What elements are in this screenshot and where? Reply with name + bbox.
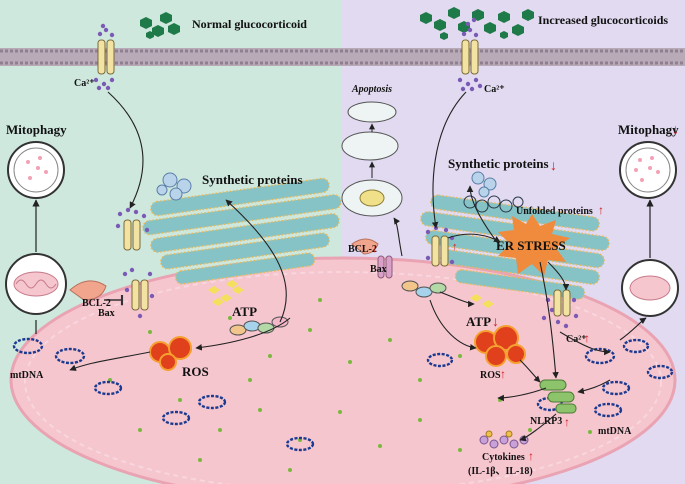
right-ros-label: ROS (480, 370, 501, 381)
unfolded-proteins-label: Unfolded proteins (516, 206, 593, 217)
nlrp3-label: NLRP3 (530, 416, 562, 427)
left-ros-label: ROS (182, 364, 209, 379)
right-header: Increased glucocorticoids (538, 13, 668, 27)
calcium-channel-left (93, 23, 115, 91)
mitophagy-left (5, 141, 67, 334)
right-mitophagy-arrow: ↓ (672, 123, 679, 138)
right-bcl2-arrow: ↓ (372, 241, 378, 255)
apoptosis-cells (341, 101, 403, 217)
synthetic-proteins-right-icon (471, 171, 497, 198)
respiratory-chain-right (401, 280, 447, 298)
cytokines-arrow: ↑ (528, 449, 534, 463)
cytokine-list-label: (IL-1β、IL-18) (468, 466, 533, 477)
right-synthetic-proteins-label: Synthetic proteins (448, 156, 549, 171)
synthetic-proteins-left-icon (156, 172, 192, 201)
mtdna-left-icons (12, 337, 315, 452)
pathway-arrows-right (393, 91, 647, 442)
right-synthetic-proteins-arrow: ↓ (550, 159, 557, 174)
mam-calcium-channel-right (425, 225, 579, 329)
left-bax-label: Bax (98, 308, 115, 319)
cytokines-label: Cytokines (482, 452, 525, 463)
pathway-arrows-left (69, 91, 291, 371)
er-stress-burst (498, 214, 570, 276)
left-ca-label: Ca²⁺ (74, 78, 95, 89)
glucocorticoid-cluster-left (140, 12, 180, 39)
left-bcl2-label: BCL-2 (82, 298, 111, 309)
left-header: Normal glucocorticoid (192, 17, 307, 31)
mitochondrion (9, 256, 677, 484)
unfolded-proteins-arrow: ↑ (598, 203, 604, 217)
right-ros-arrow: ↑ (500, 367, 506, 381)
left-synthetic-proteins-label: Synthetic proteins (202, 172, 303, 187)
unfolded-proteins-icon (463, 195, 524, 213)
left-mtdna-label: mtDNA (10, 370, 44, 381)
right-bax-label: Bax (370, 264, 387, 275)
right-ca-label: Ca²⁺ (484, 84, 505, 95)
bcl2-bax-right (351, 238, 393, 279)
right-atp-arrow: ↓ (492, 315, 499, 330)
left-atp-label: ATP (232, 304, 257, 319)
cell-membrane (0, 48, 685, 66)
right-atp-label: ATP (466, 314, 491, 329)
right-ca-mito-label: Ca²⁺ (566, 334, 587, 345)
glucocorticoid-cluster-right (420, 7, 534, 40)
atp-right-icon (470, 294, 494, 308)
ros-left-icon (149, 336, 192, 371)
bcl2-bax-left (69, 280, 124, 306)
right-mitophagy-label: Mitophagy (618, 122, 679, 137)
left-mitophagy-label: Mitophagy (6, 122, 67, 137)
endoplasmic-reticulum-left (142, 177, 342, 285)
right-bcl2-label: BCL-2 (348, 244, 377, 255)
er-stress-label: ER STRESS (496, 238, 566, 253)
ros-right-icon (474, 325, 526, 367)
calcium-channel-right (457, 17, 483, 92)
right-mtdna-label: mtDNA (598, 426, 632, 437)
nlrp3-arrow: ↑ (564, 415, 570, 429)
mam-calcium-channel-left (115, 207, 155, 319)
right-mam-ca-arrow: ↑ (452, 241, 458, 253)
apoptosis-label: Apoptosis (351, 84, 392, 95)
mitophagy-right (619, 141, 679, 317)
right-ca-mito-arrow: ↑ (584, 331, 590, 345)
nlrp3-icon (539, 379, 577, 414)
mtdna-right-icons (426, 338, 674, 418)
atp-left-icon (208, 280, 244, 306)
